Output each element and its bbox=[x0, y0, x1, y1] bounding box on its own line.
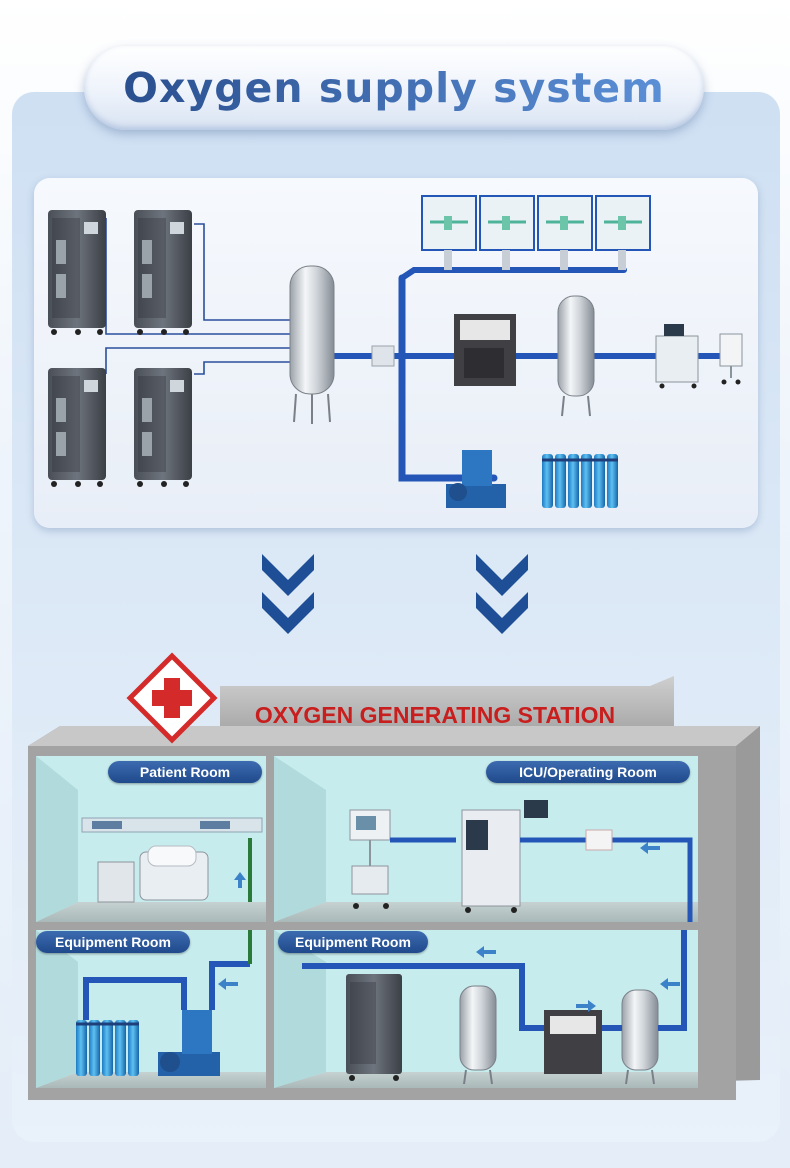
room-equipment-left bbox=[36, 930, 266, 1088]
flow-arrow-left bbox=[218, 978, 238, 990]
schematic-svg bbox=[48, 195, 743, 508]
equipment-left-pipe bbox=[83, 961, 250, 1020]
station-label: OXYGEN GENERATING STATION bbox=[254, 701, 616, 728]
wall-outlet bbox=[585, 829, 613, 851]
compressor-icon bbox=[454, 314, 516, 386]
booster-pump-icon bbox=[158, 1010, 220, 1076]
room-label-equipment-right: Equipment Room bbox=[278, 931, 428, 953]
room-label-icu: ICU/Operating Room bbox=[486, 761, 690, 783]
icu-pipe bbox=[390, 837, 693, 922]
booster-pump-icon bbox=[446, 450, 506, 508]
oxygen-generator-icon bbox=[48, 368, 106, 487]
down-chevron-icon bbox=[262, 554, 314, 634]
storage-tank-icon bbox=[557, 295, 595, 417]
ventilator-icon bbox=[719, 333, 743, 385]
ventilator-icon bbox=[349, 809, 391, 909]
oxygen-generator-icon bbox=[346, 974, 402, 1081]
anesthesia-machine-icon bbox=[461, 800, 548, 913]
station-banner: OXYGEN GENERATING STATION bbox=[220, 690, 650, 740]
cross-fitting bbox=[371, 345, 395, 367]
room-label-equipment-left: Equipment Room bbox=[36, 931, 190, 953]
flow-arrow-left bbox=[660, 978, 680, 990]
flow-arrow-right bbox=[576, 1000, 596, 1012]
terminal-panel-icon bbox=[421, 195, 651, 270]
building-illustration bbox=[28, 652, 760, 1100]
oxygen-generator-icon bbox=[134, 210, 192, 335]
hospital-bed-icon bbox=[97, 845, 209, 903]
anesthesia-machine-icon bbox=[655, 324, 699, 389]
down-chevron-icon bbox=[476, 554, 528, 634]
flow-arrow-up bbox=[234, 872, 246, 888]
oxygen-generator-icon bbox=[48, 210, 106, 335]
system-schematic bbox=[34, 178, 758, 528]
room-label-patient: Patient Room bbox=[108, 761, 262, 783]
oxygen-generator-icon bbox=[134, 368, 192, 487]
storage-tank-icon bbox=[459, 985, 497, 1085]
flow-arrow-left bbox=[476, 946, 496, 958]
flow-arrow-left bbox=[640, 842, 660, 854]
oxygen-cylinder-icon bbox=[542, 454, 618, 508]
title-banner: Oxygen supply system bbox=[84, 46, 704, 130]
terminal-panel-icon bbox=[81, 817, 263, 833]
equipment-right-pipe bbox=[302, 930, 687, 1031]
red-cross-icon bbox=[126, 652, 218, 744]
storage-tank-icon bbox=[289, 265, 335, 424]
compressor-icon bbox=[544, 1010, 602, 1074]
page-title: Oxygen supply system bbox=[123, 64, 665, 112]
oxygen-cylinder-icon bbox=[76, 1020, 139, 1076]
